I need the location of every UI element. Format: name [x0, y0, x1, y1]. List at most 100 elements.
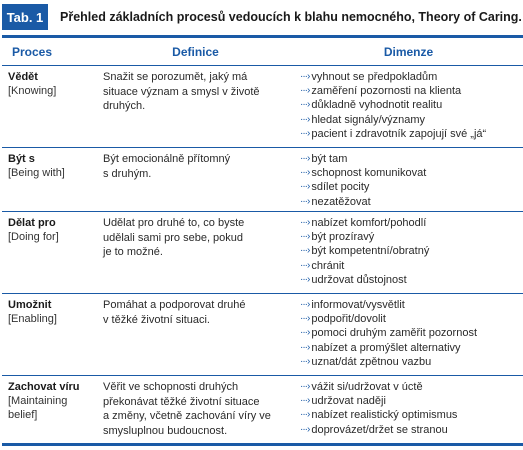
process-english: [Maintaining — [8, 395, 68, 407]
definition-line: Udělat pro druhé to, co byste — [103, 217, 245, 229]
process-english: [Doing for] — [8, 231, 59, 243]
dotted-arrow-icon: ···› — [300, 395, 310, 407]
dimension-cell: ···›být tam ···›schopnost komunikovat ··… — [294, 152, 523, 209]
definition-cell: Být emocionálně přítomný s druhým. — [97, 152, 294, 181]
header-dimension: Dimenze — [383, 44, 434, 59]
list-item: ···›udržovat důstojnost — [300, 273, 523, 287]
dimension-text: nabízet realistický optimismus — [311, 409, 458, 422]
list-item: ···›informovat/vysvětlit — [300, 298, 523, 312]
dotted-arrow-icon: ···› — [300, 355, 310, 367]
table-title: Přehled základních procesů vedoucích k b… — [60, 10, 522, 24]
dotted-arrow-icon: ···› — [300, 409, 310, 421]
dimension-text: vážit si/udržovat v úctě — [311, 381, 423, 393]
list-item: ···›vážit si/udržovat v úctě — [300, 380, 523, 394]
process-name: Umožnit — [8, 299, 52, 311]
dimension-text: doprovázet/držet se stranou — [311, 423, 448, 436]
process-english: [Being with] — [8, 167, 65, 179]
table-row: Vědět [Knowing] Snažit se porozumět, jak… — [2, 66, 523, 148]
definition-line: Být emocionálně přítomný — [103, 153, 231, 165]
definition-line: druhých. — [103, 100, 146, 112]
dimension-text: udržovat naději — [311, 395, 386, 408]
header-process: Proces — [12, 44, 53, 59]
table-title-bar: Tab. 1 Přehled základních procesů vedouc… — [0, 0, 523, 34]
dimension-text: zaměření pozornosti na klienta — [311, 85, 462, 98]
dimension-list: ···›informovat/vysvětlit ···›podpořit/do… — [300, 298, 523, 369]
definition-cell: Snažit se porozumět, jaký má situace výz… — [97, 70, 294, 114]
table-row: Dělat pro [Doing for] Udělat pro druhé t… — [2, 212, 523, 294]
dotted-arrow-icon: ···› — [300, 99, 310, 111]
definition-line: s druhým. — [103, 167, 152, 180]
process-cell: Umožnit [Enabling] — [2, 298, 97, 326]
dimension-text: sdílet pocity — [311, 181, 370, 194]
table-number-badge: Tab. 1 — [2, 4, 48, 30]
dimension-cell: ···›vyhnout se předpokladům ···›zaměření… — [294, 70, 523, 141]
list-item: ···›pomoci druhým zaměřit pozornost — [300, 326, 523, 340]
definition-line: v těžké životní situaci. — [103, 313, 210, 326]
dotted-arrow-icon: ···› — [300, 127, 310, 139]
dimension-text: být prozíravý — [311, 231, 375, 244]
list-item: ···›být kompetentní/obratný — [300, 244, 523, 258]
process-name: Dělat pro — [8, 217, 56, 229]
list-item: ···›nabízet a promýšlet alternativy — [300, 341, 523, 355]
dimension-text: pomoci druhým zaměřit pozornost — [311, 327, 478, 340]
dimension-text: podpořit/dovolit — [311, 313, 386, 326]
dimension-text: vyhnout se předpokladům — [311, 71, 438, 83]
list-item: ···›být prozíravý — [300, 230, 523, 244]
list-item: ···›schopnost komunikovat — [300, 166, 523, 180]
list-item: ···›podpořit/dovolit — [300, 312, 523, 326]
definition-line: je to možné. — [103, 246, 163, 258]
dotted-arrow-icon: ···› — [300, 113, 310, 125]
dimension-cell: ···›nabízet komfort/pohodlí ···›být proz… — [294, 216, 523, 287]
dotted-arrow-icon: ···› — [300, 259, 310, 271]
definition-line: Snažit se porozumět, jaký má — [103, 71, 248, 83]
definition-line: udělali sami pro sebe, pokud — [103, 231, 244, 244]
dimension-text: pacient i zdravotník zapojují své „já“ — [311, 127, 487, 140]
process-english: belief] — [8, 409, 38, 421]
dimension-text: být tam — [311, 153, 348, 165]
dotted-arrow-icon: ···› — [300, 423, 310, 435]
list-item: ···›nabízet realistický optimismus — [300, 408, 523, 422]
definition-line: a změny, včetně zachování víry ve — [103, 410, 271, 422]
list-item: ···›doprovázet/držet se stranou — [300, 423, 523, 437]
process-name: Zachovat víru — [8, 381, 80, 393]
list-item: ···›udržovat naději — [300, 394, 523, 408]
dimension-text: být kompetentní/obratný — [311, 245, 430, 258]
dimension-text: nezatěžovat — [311, 195, 371, 208]
caring-processes-table: Proces Definice Dimenze Vědět [Knowing] … — [2, 35, 523, 446]
dimension-text: hledat signály/významy — [311, 113, 426, 126]
dimension-text: nabízet a promýšlet alternativy — [311, 341, 461, 354]
dotted-arrow-icon: ···› — [300, 71, 310, 82]
table-row: Být s [Being with] Být emocionálně příto… — [2, 148, 523, 212]
definition-line: Pomáhat a podporovat druhé — [103, 299, 246, 311]
dotted-arrow-icon: ···› — [300, 313, 310, 325]
process-cell: Vědět [Knowing] — [2, 70, 97, 98]
dimension-text: informovat/vysvětlit — [311, 299, 405, 311]
list-item: ···›uznat/dát zpětnou vazbu — [300, 355, 523, 369]
dimension-list: ···›být tam ···›schopnost komunikovat ··… — [300, 152, 523, 209]
process-name: Být s — [8, 153, 35, 165]
dotted-arrow-icon: ···› — [300, 341, 310, 353]
definition-line: smysluplnou budoucnost. — [103, 424, 228, 437]
dotted-arrow-icon: ···› — [300, 327, 310, 339]
dimension-text: udržovat důstojnost — [311, 273, 407, 286]
process-cell: Zachovat víru [Maintaining belief] — [2, 380, 97, 422]
definition-cell: Věřit ve schopnosti druhých překonávat t… — [97, 380, 294, 438]
dimension-text: nabízet komfort/pohodlí — [311, 217, 427, 229]
process-name: Vědět — [8, 71, 38, 83]
process-english: [Enabling] — [8, 313, 57, 325]
definition-line: překonávat těžké životní situace — [103, 395, 260, 408]
dotted-arrow-icon: ···› — [300, 217, 310, 228]
dotted-arrow-icon: ···› — [300, 153, 310, 164]
list-item: ···›sdílet pocity — [300, 180, 523, 194]
dotted-arrow-icon: ···› — [300, 381, 310, 392]
dotted-arrow-icon: ···› — [300, 181, 310, 193]
process-cell: Být s [Being with] — [2, 152, 97, 180]
list-item: ···›zaměření pozornosti na klienta — [300, 84, 523, 98]
list-item: ···›nezatěžovat — [300, 195, 523, 209]
dimension-text: uznat/dát zpětnou vazbu — [311, 355, 432, 368]
definition-line: Věřit ve schopnosti druhých — [103, 381, 239, 393]
list-item: ···›hledat signály/významy — [300, 113, 523, 127]
dimension-list: ···›vážit si/udržovat v úctě ···›udržova… — [300, 380, 523, 437]
dotted-arrow-icon: ···› — [300, 273, 310, 285]
list-item: ···›být tam — [300, 152, 523, 166]
